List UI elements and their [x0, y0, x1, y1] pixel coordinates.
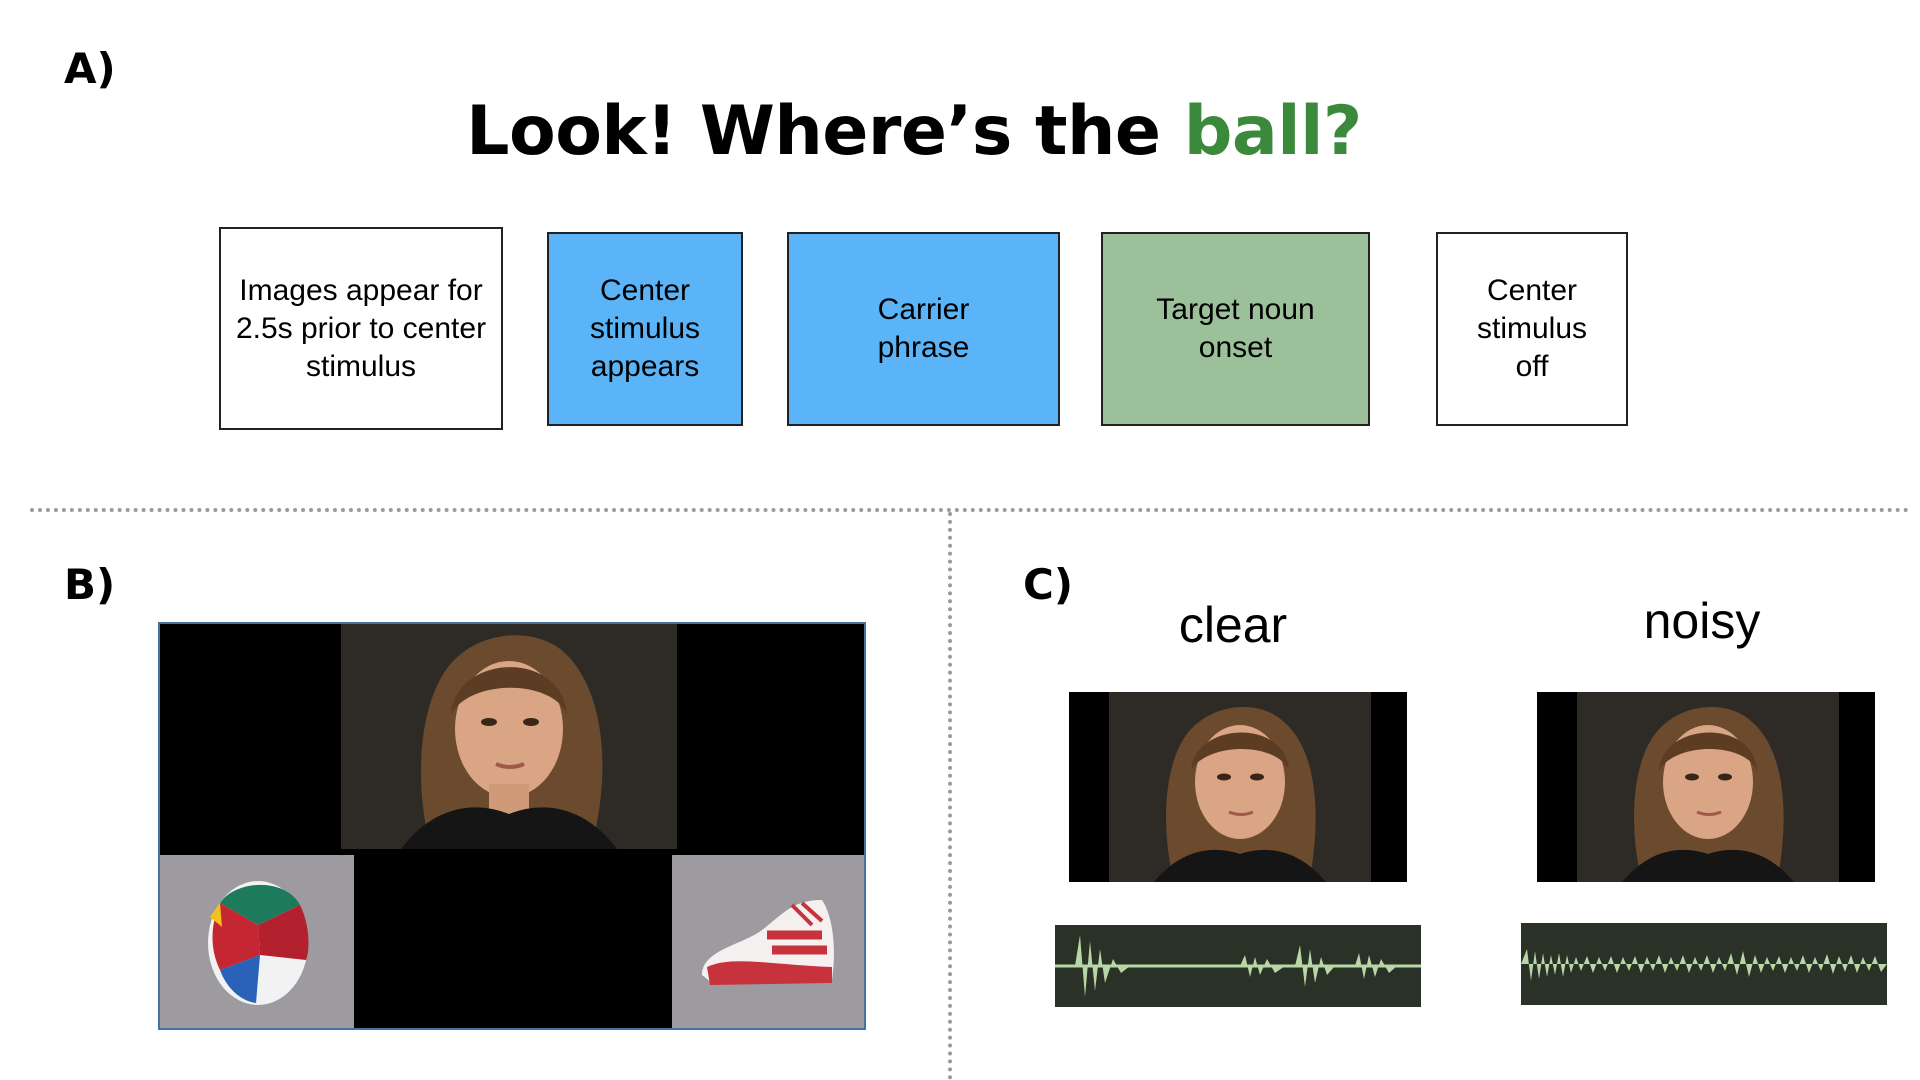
condition-label-noisy: noisy [1643, 593, 1761, 649]
noisy-audio-waveform [1521, 923, 1887, 1005]
timeline-step-target-noun-onset: Target noun onset [1101, 232, 1370, 426]
beach-ball-image [160, 855, 354, 1028]
noisy-speaker-video [1537, 692, 1875, 882]
vertical-divider [948, 512, 952, 1080]
clear-audio-waveform [1055, 925, 1421, 1007]
panel-c-label: C) [1023, 560, 1074, 609]
timeline-step-carrier-phrase: Carrier phrase [787, 232, 1060, 426]
looking-while-listening-screen [158, 622, 866, 1030]
timeline-step-center-stimulus-off: Center stimulus off [1436, 232, 1628, 426]
panel-a-label: A) [64, 44, 116, 93]
prompt-sentence: Look! Where’s the ball? [0, 92, 1828, 171]
speaker-face-photo [341, 624, 677, 849]
panel-b-label: B) [64, 560, 116, 609]
sneaker-image [672, 855, 864, 1028]
timeline-step-center-stimulus-appears: Center stimulus appears [547, 232, 743, 426]
condition-label-clear: clear [1178, 597, 1288, 653]
prompt-target-word: ball? [1183, 92, 1363, 171]
prompt-carrier: Look! Where’s the [466, 92, 1184, 171]
horizontal-divider [30, 508, 1910, 512]
clear-speaker-video [1069, 692, 1407, 882]
timeline-step-images-appear: Images appear for 2.5s prior to center s… [219, 227, 503, 430]
